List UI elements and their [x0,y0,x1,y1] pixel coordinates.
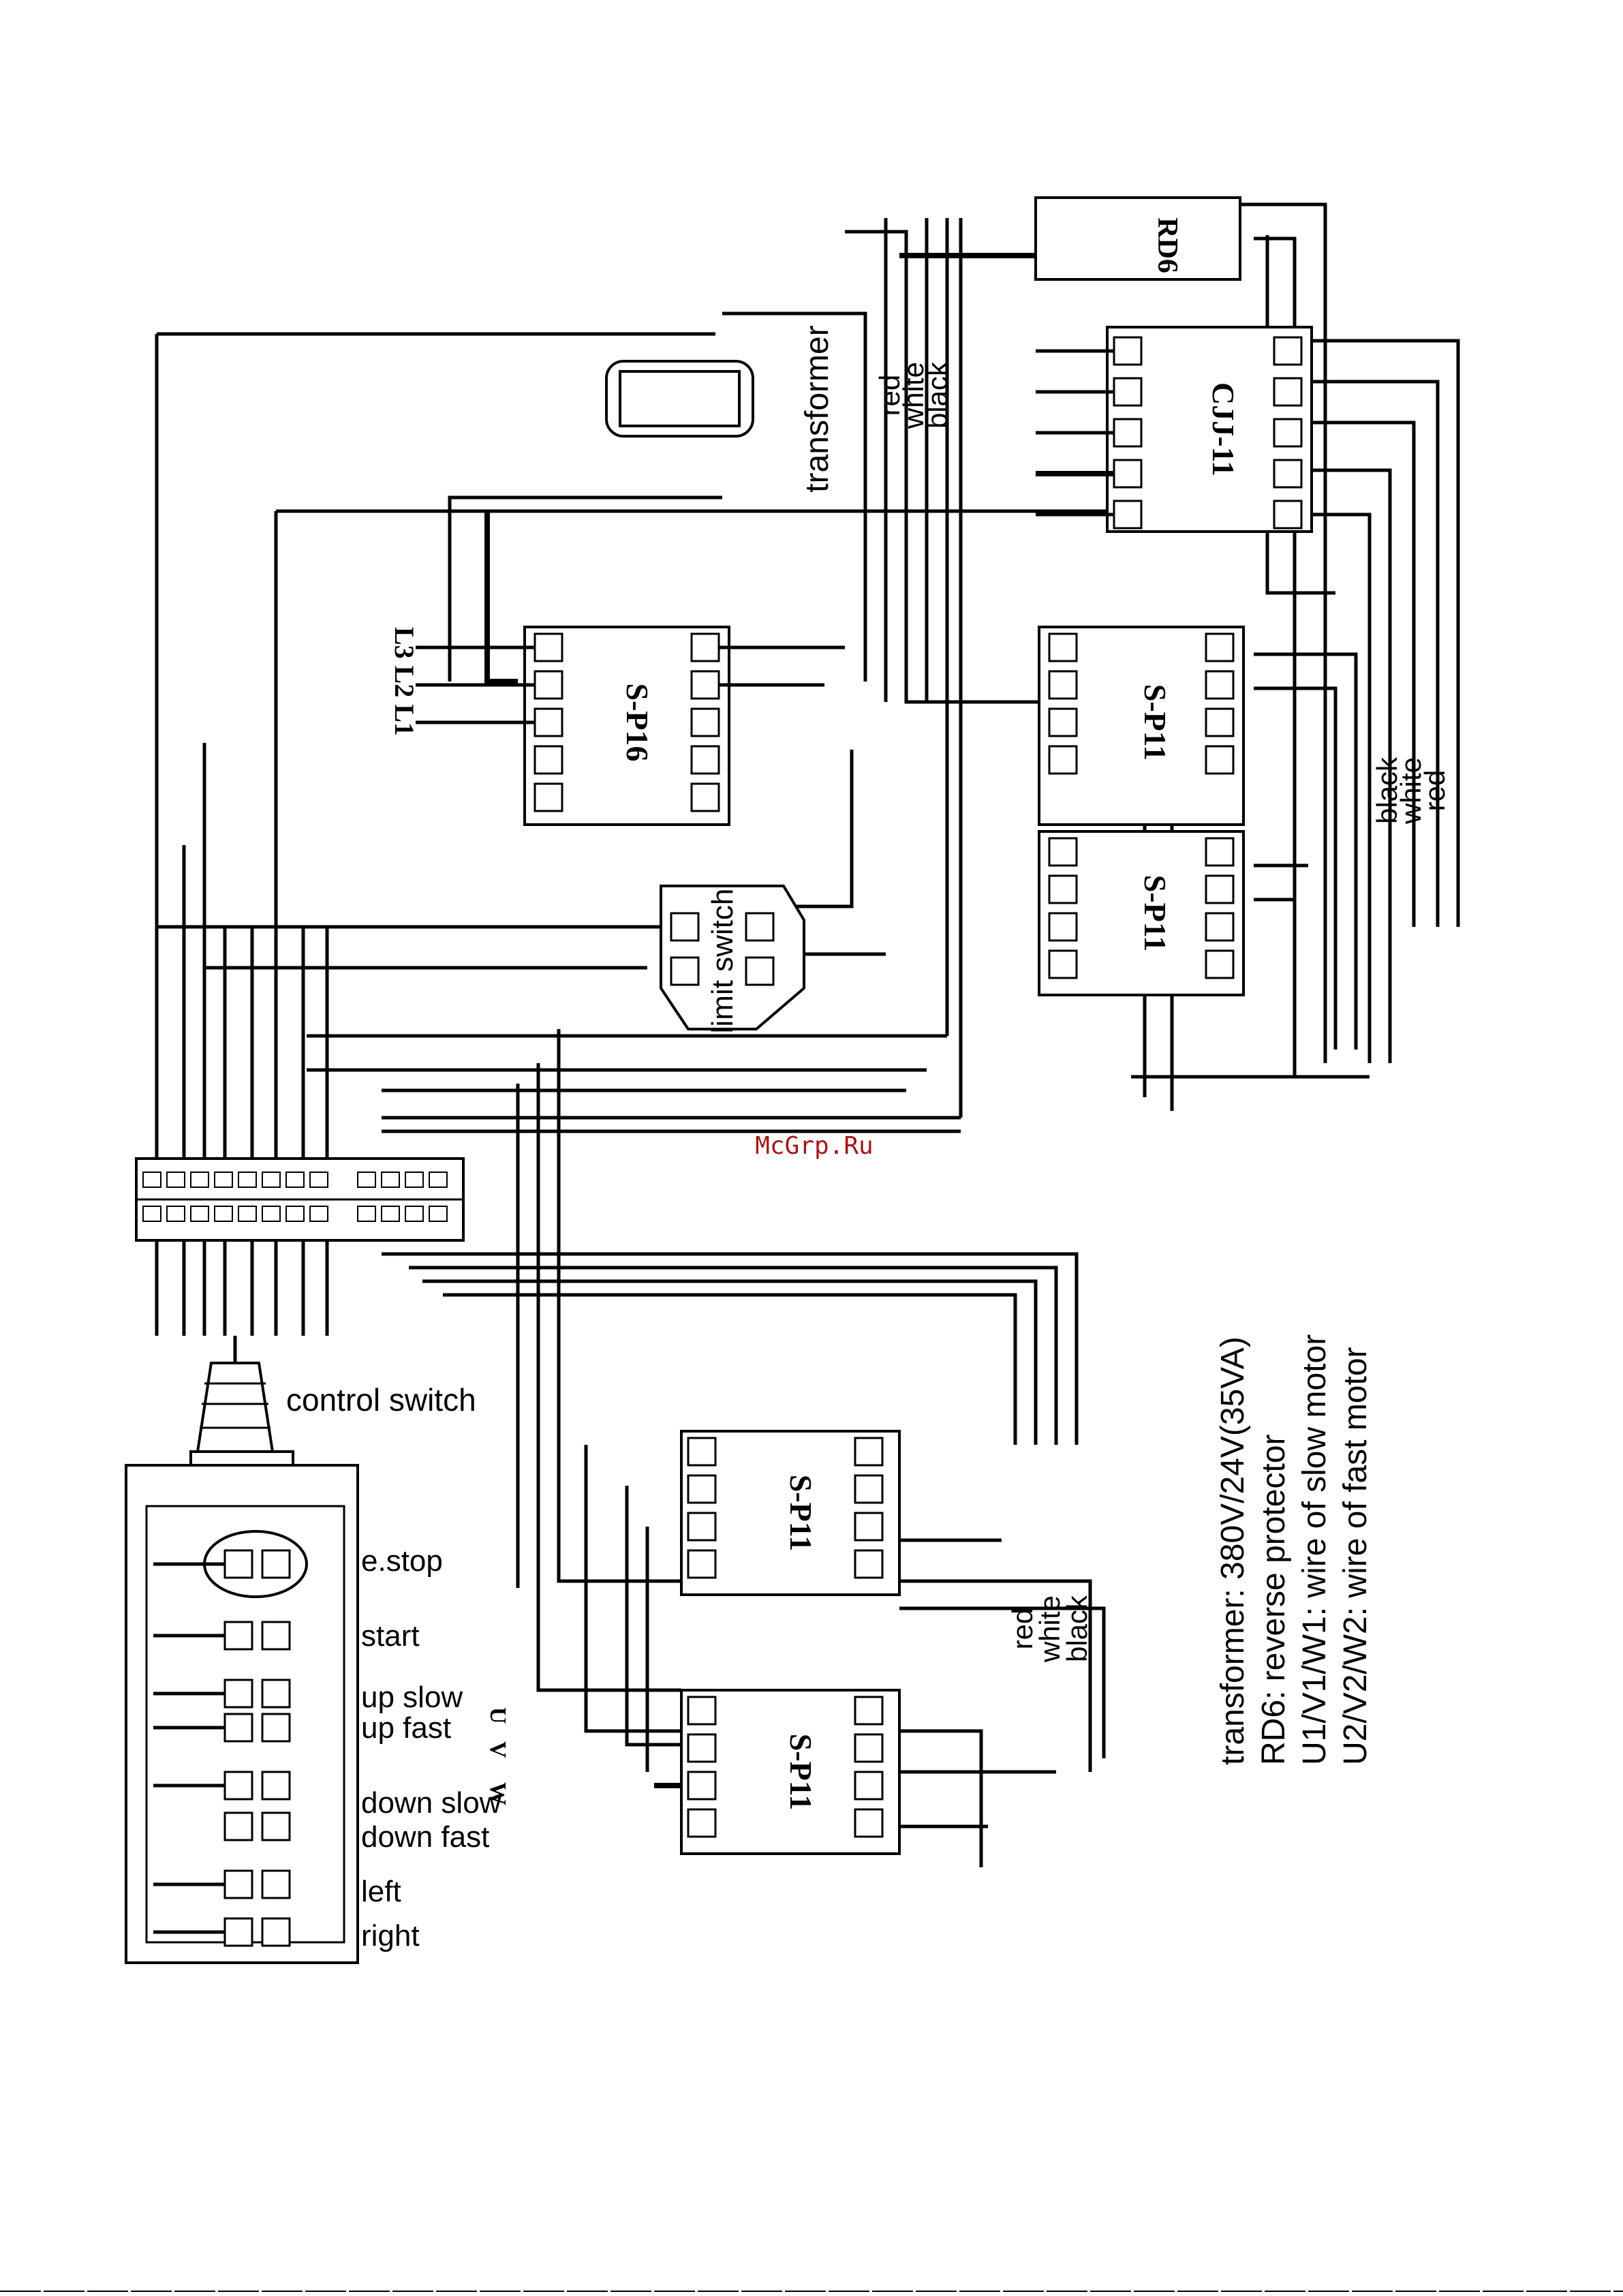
rd6-label: RD6 [1151,217,1183,273]
rd6-box: RD6 [1034,196,1241,281]
svg-text:W: W [485,1782,510,1805]
legend: transformer: 380V/24V(35VA) RD6: reverse… [1215,1334,1374,1765]
contactor-mid1: S-P11 [1038,626,1245,826]
pendant [125,1464,359,1964]
watermark: McGrp.Ru [755,1132,873,1160]
svg-text:V: V [485,1741,510,1758]
transformer: transformer [605,325,835,493]
wire-colors-right: black white red [1371,756,1451,825]
contactor-bot2: S-P11 [680,1689,901,1855]
legend-line-3: U1/V1/W1: wire of slow motor [1297,1334,1333,1765]
up-fast-label: up fast [361,1711,451,1745]
cjj-relay: CJJ-11 [1036,326,1313,533]
terminal-strip [135,1157,465,1242]
down-fast-label: down fast [361,1820,489,1854]
svg-text:red: red [1006,1608,1038,1650]
start-label: start [361,1619,420,1653]
svg-text:S-P11: S-P11 [1138,684,1173,761]
cjj-label: CJJ-11 [1206,382,1241,476]
left-label: left [361,1875,401,1908]
svg-text:S-P11: S-P11 [784,1734,818,1810]
legend-line-4: U2/V2/W2: wire of fast motor [1338,1347,1374,1765]
contactor-bot1: S-P11 [680,1430,901,1596]
limit-switch: limit switch [660,885,805,1034]
svg-text:S-P11: S-P11 [1138,875,1173,951]
svg-text:U: U [485,1707,510,1724]
up-slow-label: up slow [361,1681,463,1714]
svg-text:red: red [874,375,906,416]
svg-text:white: white [1395,757,1427,825]
svg-text:black: black [921,361,953,429]
svg-text:white: white [1034,1595,1066,1663]
pendant-labels: e.stop start up slow up fast down slow d… [361,1544,501,1953]
motor-terminals: U V W [485,1707,510,1805]
legend-line-1: transformer: 380V/24V(35VA) [1215,1336,1251,1765]
right-label: right [361,1919,420,1953]
svg-text:black: black [1371,756,1403,824]
main-wiring [155,202,1460,1867]
limit-switch-label: limit switch [706,889,739,1034]
wire-colors-bottom: red white black [1006,1595,1093,1663]
contactor-top: S-P16 L3 L2 L1 [389,626,845,826]
legend-line-2: RD6: reverse protector [1256,1434,1292,1765]
wire-colors-top: red white black [874,361,953,429]
svg-text:white: white [897,362,929,429]
svg-text:black: black [1061,1595,1093,1662]
svg-text:S-P11: S-P11 [784,1475,818,1551]
transformer-label: transformer [799,325,835,492]
control-switch: control switch [189,1336,476,1467]
contactor-top-label: S-P16 [620,684,655,762]
l-group-label: L3 L2 L1 [389,627,420,736]
svg-text:red: red [1419,770,1451,812]
control-switch-label: control switch [286,1382,476,1418]
contactor-mid2: S-P11 [1038,830,1245,996]
estop-label: e.stop [361,1544,443,1578]
down-slow-label: down slow [361,1786,501,1820]
